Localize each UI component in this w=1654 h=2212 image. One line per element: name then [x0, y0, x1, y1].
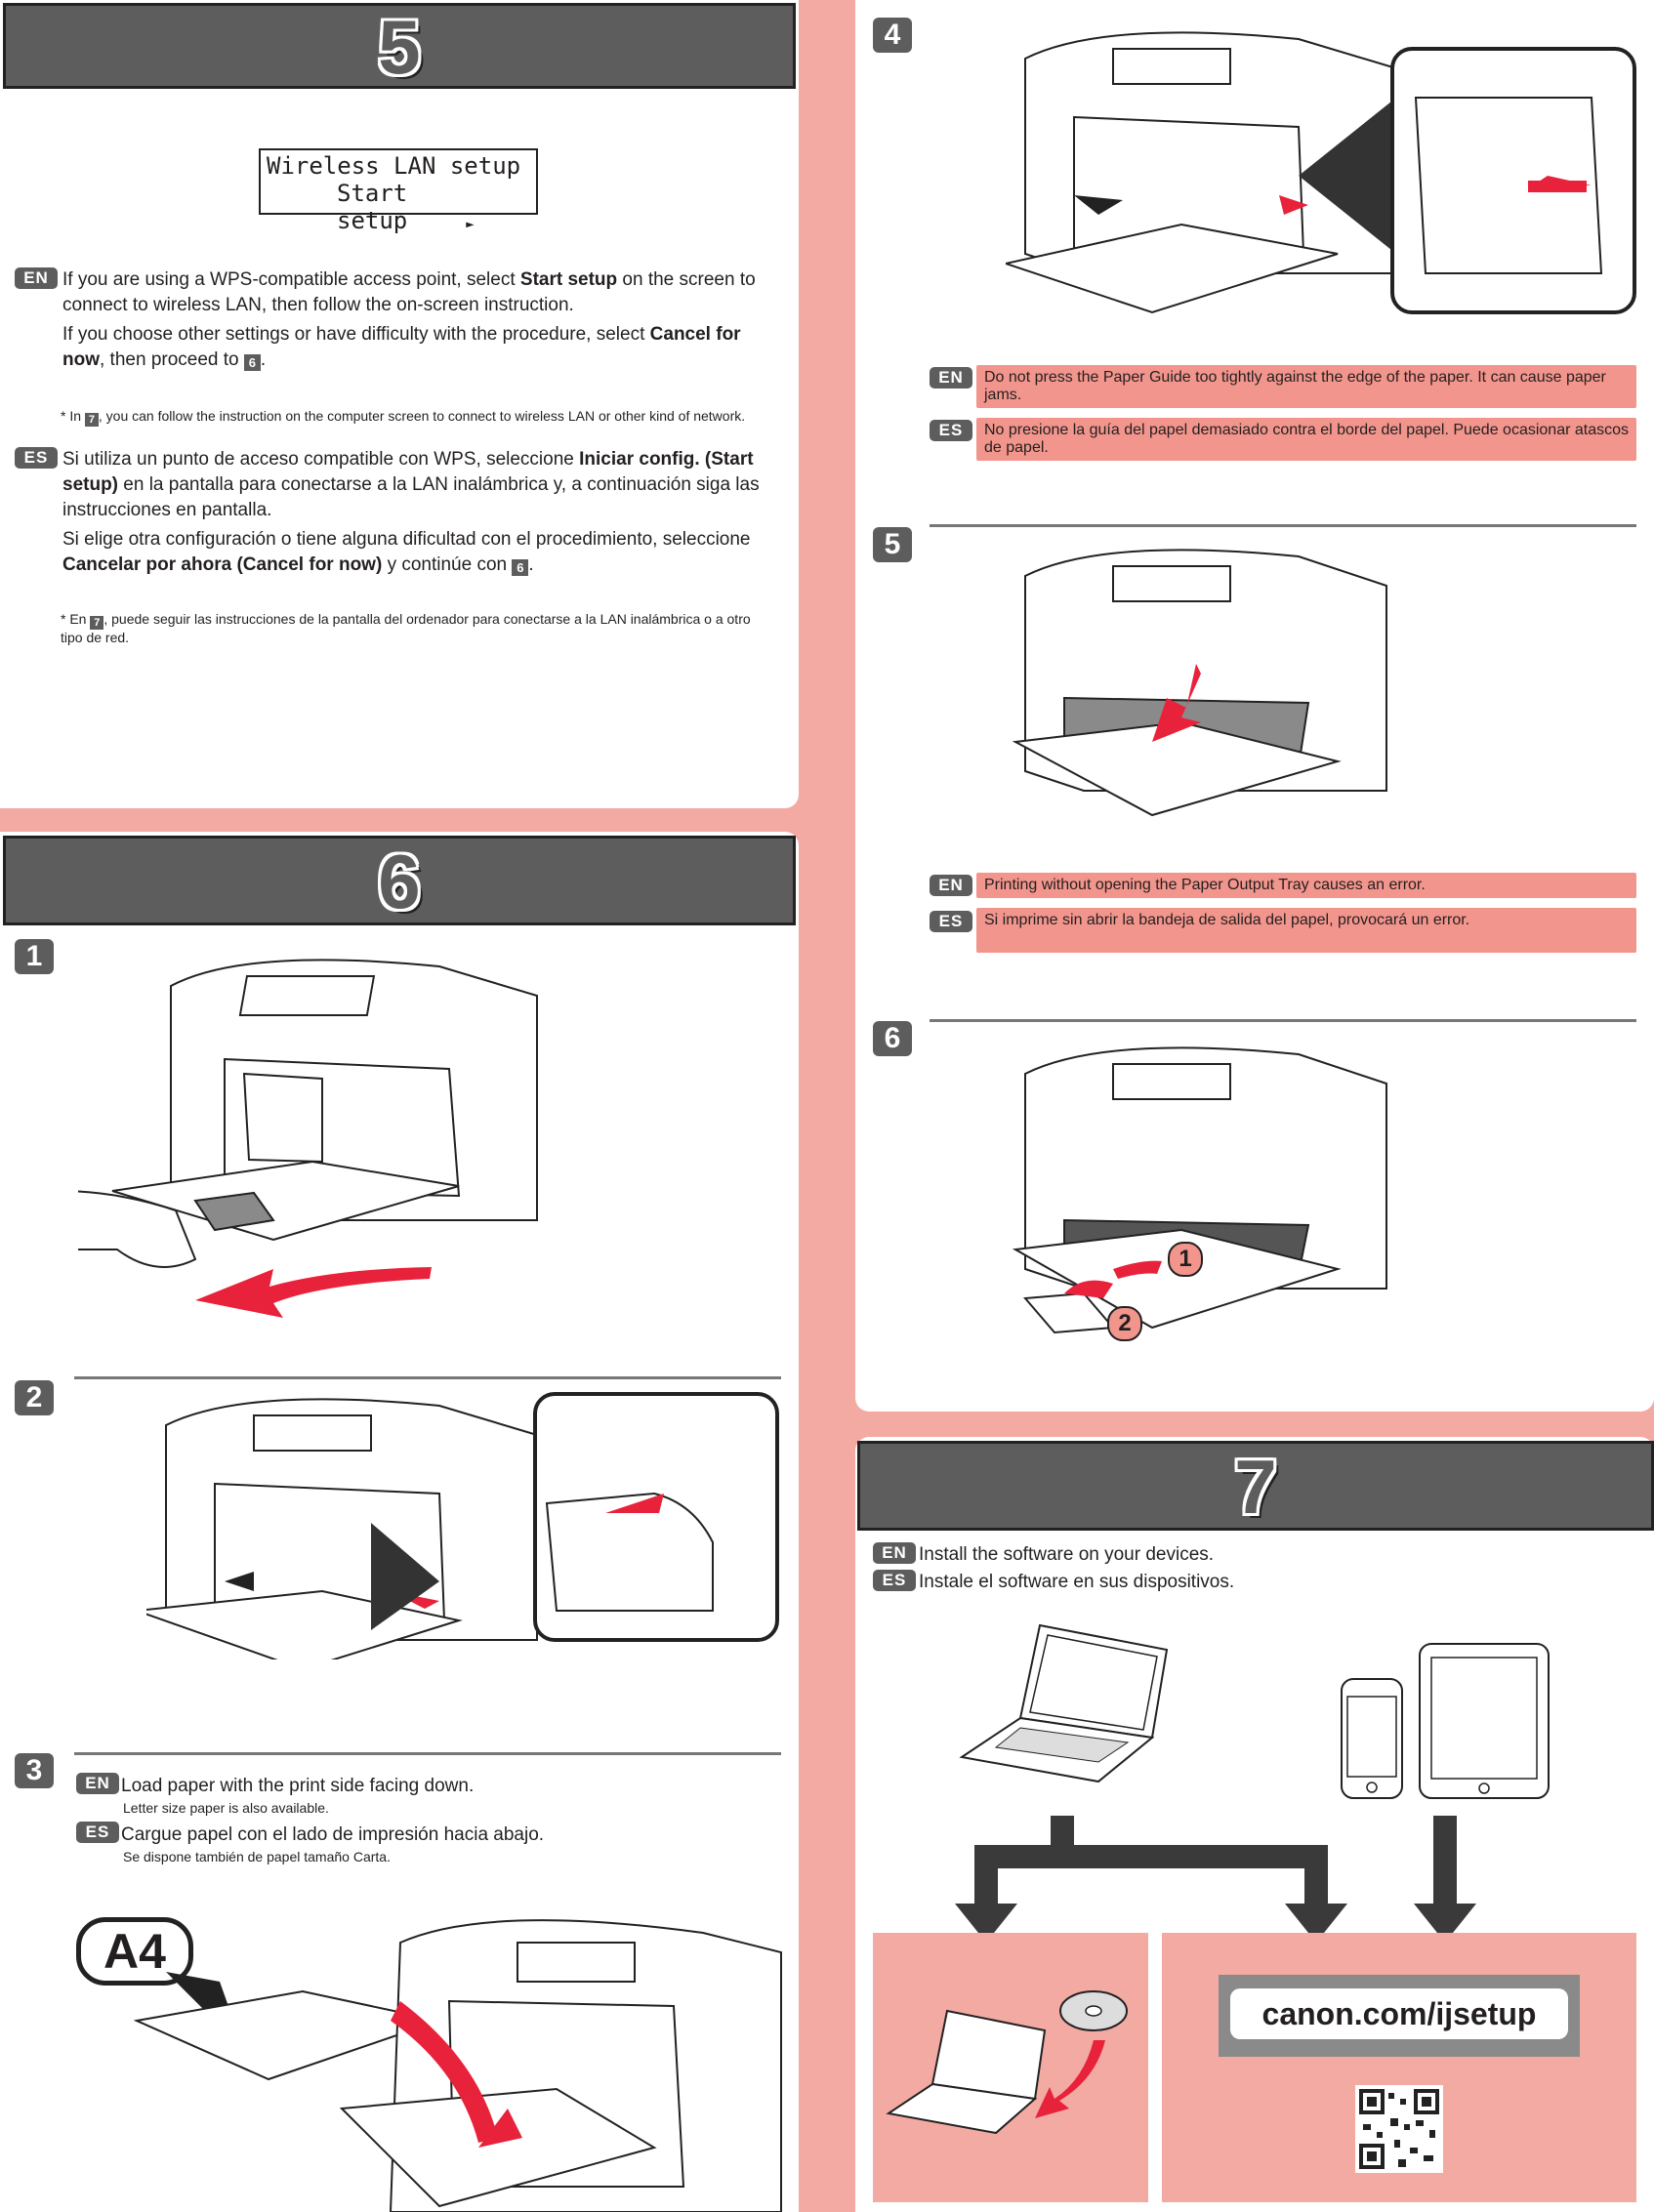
es-p1-text2: en la pantalla para conectarse a la LAN … — [62, 474, 760, 520]
section5-header: 5 — [3, 3, 796, 89]
step5-en-note: Printing without opening the Paper Outpu… — [976, 873, 1636, 898]
es-note-text: * En — [61, 611, 91, 627]
step3-en-tag: EN — [76, 1773, 119, 1794]
callout-2: 2 — [1107, 1306, 1142, 1341]
step3-en-text: Load paper with the print side facing do… — [121, 1776, 475, 1796]
lcd-line2: Start setup — [337, 180, 408, 234]
lcd-line2-row: Start setup ► — [267, 180, 530, 238]
en-note-ref-badge: 7 — [84, 413, 99, 427]
en-p1-text: If you are using a WPS-compatible access… — [62, 269, 520, 290]
section5-en-p1: If you are using a WPS-compatible access… — [62, 267, 775, 318]
step4-en-note: Do not press the Paper Guide too tightly… — [976, 365, 1636, 408]
es-p2-bold: Cancelar por ahora (Cancel for now) — [62, 554, 383, 575]
section5-en-note: * In 7, you can follow the instruction o… — [61, 408, 773, 427]
es-note-ref-badge: 7 — [90, 616, 104, 630]
printer-illustration-step2 — [146, 1392, 779, 1659]
printer-illustration-step6 — [1012, 1046, 1387, 1334]
step4-es-tag: ES — [930, 420, 972, 441]
en-note-text2: , you can follow the instruction on the … — [98, 408, 746, 424]
laptop-icon — [959, 1623, 1169, 1783]
section7-es-tag: ES — [873, 1570, 916, 1591]
en-p2-end: . — [260, 349, 267, 370]
en-note-text: * In — [61, 408, 85, 424]
step6-separator — [930, 1019, 1636, 1022]
section5-number: 5 — [378, 4, 421, 90]
step4-es-note: No presione la guía del papel demasiado … — [976, 418, 1636, 461]
es-p2-text: Si elige otra configuración o tiene algu… — [62, 529, 751, 550]
step3-separator — [74, 1752, 781, 1755]
a4-label: A4 — [76, 1917, 193, 1986]
en-p2-ref-badge: 6 — [243, 354, 261, 371]
section7-number: 7 — [1234, 1444, 1277, 1530]
es-p1-text: Si utiliza un punto de acceso compatible… — [62, 449, 580, 470]
printer-illustration-step5 — [1012, 549, 1387, 817]
es-note-text2: , puede seguir las instrucciones de la p… — [61, 611, 751, 645]
step3-es-subtext: Se dispone también de papel tamaño Carta… — [123, 1849, 391, 1864]
tablet-icon — [1419, 1643, 1550, 1799]
es-p2-end: . — [528, 554, 534, 575]
en-p2-text2: , then proceed to — [100, 349, 244, 370]
step5-es-tag: ES — [930, 911, 972, 932]
section6-header: 6 — [3, 836, 796, 925]
es-p2-text2: y continúe con — [382, 554, 513, 575]
es-p1-bold: Iniciar config. (Start setup) — [62, 449, 754, 495]
lcd-display: Wireless LAN setup Start setup ► — [259, 148, 538, 234]
en-p1-text2: on the screen to connect to wireless LAN… — [62, 269, 756, 315]
step3-badge: 3 — [15, 1753, 54, 1788]
step5-es-note: Si imprime sin abrir la bandeja de salid… — [976, 908, 1636, 953]
qr-code-icon — [1355, 2085, 1443, 2173]
lcd-line1: Wireless LAN setup — [267, 152, 521, 180]
section7-en-tag: EN — [873, 1542, 916, 1564]
printer-illustration-step1 — [78, 959, 538, 1318]
callout-1: 1 — [1168, 1242, 1203, 1277]
es-p2-ref-badge: 6 — [512, 559, 529, 576]
lcd-arrow-icon: ► — [466, 217, 475, 232]
section7-es-text: Instale el software en sus dispositivos. — [919, 1572, 1235, 1592]
step4-badge: 4 — [873, 18, 912, 53]
section7-en-text: Install the software on your devices. — [919, 1544, 1215, 1565]
laptop-cd-icon — [886, 1990, 1128, 2135]
step2-separator — [74, 1376, 781, 1379]
section5-en-tag: EN — [15, 267, 58, 289]
url-link[interactable]: canon.com/ijsetup — [1230, 1988, 1568, 2039]
en-p2-text: If you choose other settings or have dif… — [62, 324, 650, 345]
step6-badge: 6 — [873, 1021, 912, 1056]
step4-en-tag: EN — [930, 367, 972, 389]
step3-es-tag: ES — [76, 1822, 119, 1843]
section5-en-p2: If you choose other settings or have dif… — [62, 322, 775, 373]
step3-en-subtext: Letter size paper is also available. — [123, 1800, 329, 1816]
section6-number: 6 — [378, 839, 421, 924]
step5-separator — [930, 524, 1636, 527]
printer-illustration-step4 — [1006, 31, 1636, 314]
step1-badge: 1 — [15, 939, 54, 974]
step2-badge: 2 — [15, 1380, 54, 1415]
en-p2-bold: Cancel for now — [62, 324, 741, 370]
section5-panel — [0, 0, 799, 808]
section7-header: 7 — [857, 1441, 1654, 1531]
paper-and-printer-illustration — [133, 1919, 782, 2212]
step5-en-tag: EN — [930, 875, 972, 896]
step3-es-text: Cargue papel con el lado de impresión ha… — [121, 1824, 545, 1845]
section5-es-p1: Si utiliza un punto de acceso compatible… — [62, 447, 783, 523]
en-p1-bold: Start setup — [519, 269, 618, 290]
section5-es-p2: Si elige otra configuración o tiene algu… — [62, 527, 783, 578]
section5-es-tag: ES — [15, 447, 58, 469]
section5-es-note: * En 7, puede seguir las instrucciones d… — [61, 611, 773, 645]
smartphone-icon — [1341, 1678, 1403, 1799]
step5-badge: 5 — [873, 527, 912, 562]
flow-arrows — [955, 1816, 1476, 1943]
